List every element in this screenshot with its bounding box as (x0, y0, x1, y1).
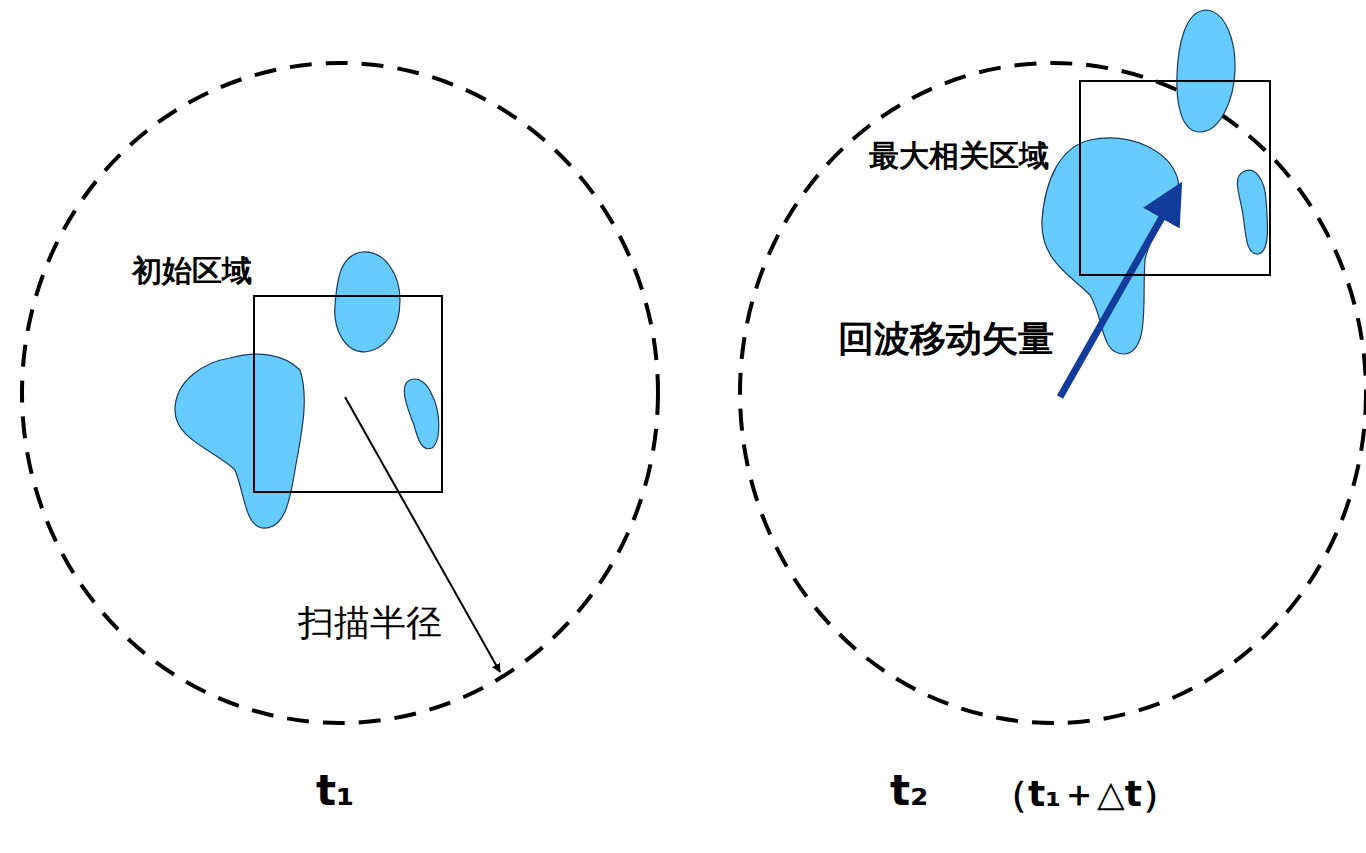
echo-blob (1177, 10, 1235, 132)
vector-label: 回波移动矢量 (836, 317, 1056, 360)
echo-blob (404, 379, 438, 449)
motion-vector-arrow (1060, 189, 1178, 397)
time-label: t₁ (314, 766, 356, 816)
echo-blob (1042, 138, 1178, 354)
echo-blob (335, 252, 400, 352)
scan-circle (740, 63, 1366, 723)
region-box: 最大相关区域 (1079, 80, 1271, 276)
scan-circle (22, 63, 658, 723)
radius-label: 扫描半径 (296, 601, 444, 644)
time-label: t₂ (888, 766, 930, 816)
time-label: （t₁＋△t） (990, 772, 1180, 815)
region-box: 初始区域 (253, 295, 443, 493)
echo-blob (175, 354, 304, 528)
region-label: 最大相关区域 (867, 138, 1051, 174)
region-label: 初始区域 (130, 253, 254, 289)
echo-blob (1237, 170, 1267, 254)
